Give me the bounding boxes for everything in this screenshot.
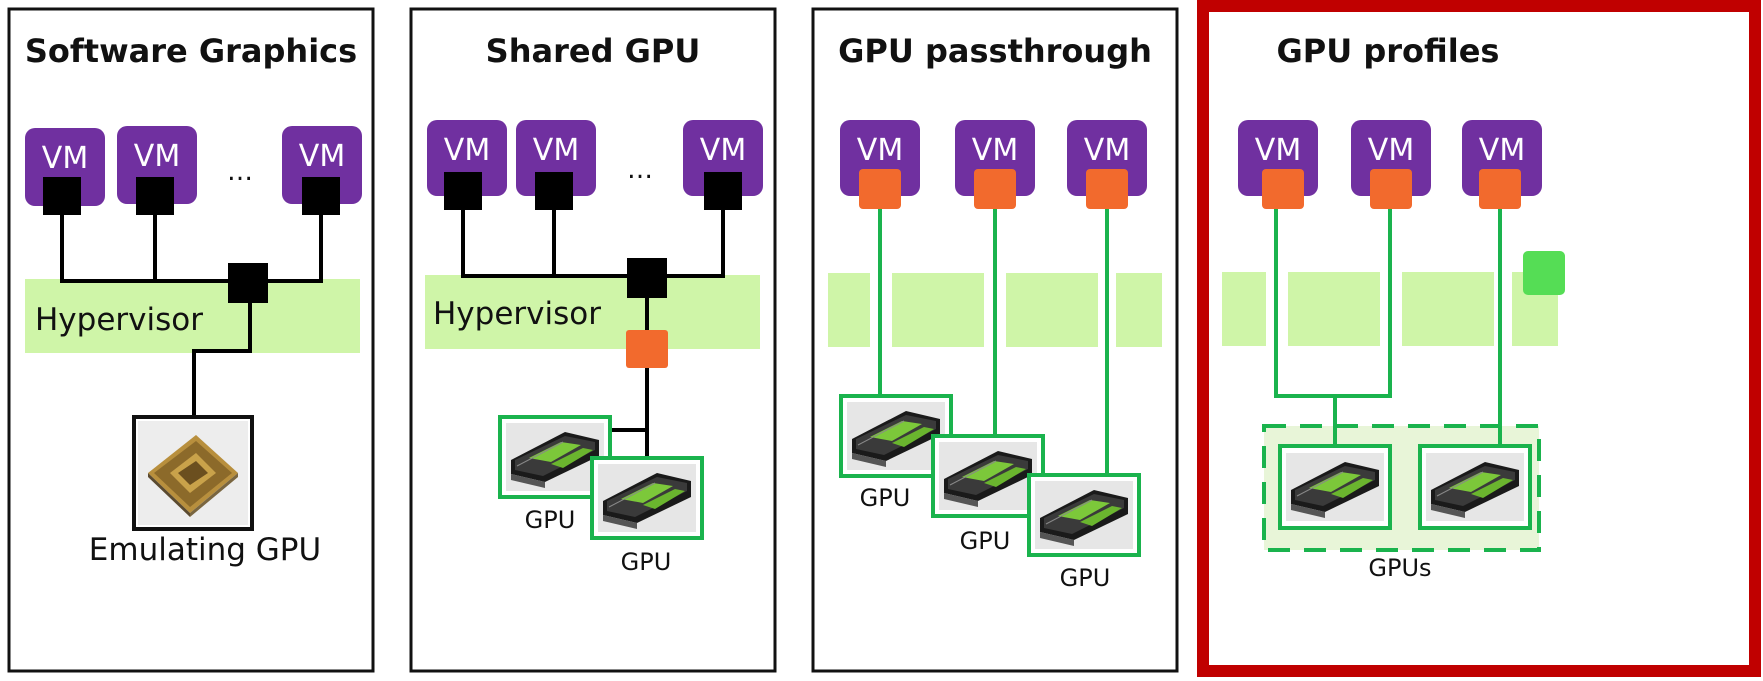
vm-box-icon <box>683 120 763 196</box>
gpu-card <box>1027 473 1141 557</box>
vm-label: VM <box>1479 133 1525 168</box>
panel-gpu-passthrough: GPU passthrough VM VM VM <box>811 7 1179 673</box>
device-label: Emulating GPU <box>89 532 321 568</box>
vgpu-square <box>1086 169 1128 209</box>
ellipsis: … <box>627 155 653 185</box>
hypervisor-label: Hypervisor <box>35 302 203 338</box>
panel-title: GPU profiles <box>1277 32 1500 70</box>
gpu-group-label: GPUs <box>1368 554 1431 582</box>
gpu-card <box>1278 444 1392 530</box>
connector-lines <box>461 192 725 460</box>
vm-label: VM <box>1084 133 1130 168</box>
panel-title: GPU passthrough <box>838 32 1152 70</box>
vgpu-square <box>974 169 1016 209</box>
hypervisor-layer <box>425 275 760 349</box>
hypervisor-layer <box>25 279 360 353</box>
panel-shared-gpu: Shared GPU Hypervisor VM VM … VM <box>409 7 777 673</box>
gpu-label: GPU <box>621 548 672 576</box>
driver-square <box>627 258 667 298</box>
gpu-card <box>1418 444 1532 530</box>
gpu-label: GPU <box>860 484 911 512</box>
passthrough-links <box>878 200 1109 476</box>
vm-label: VM <box>1368 133 1414 168</box>
vm-label: VM <box>700 133 746 168</box>
hypervisor-segments <box>828 273 1162 347</box>
vm-label: VM <box>42 141 88 176</box>
driver-square <box>228 263 268 303</box>
gpu-label: GPU <box>525 506 576 534</box>
vgpu-square <box>859 169 901 209</box>
vm-label: VM <box>972 133 1018 168</box>
vm-label: VM <box>857 133 903 168</box>
vm-label: VM <box>299 139 345 174</box>
driver-square <box>704 172 742 210</box>
gpu-card <box>590 456 704 540</box>
gpu-card-icon <box>935 438 1041 514</box>
driver-square <box>43 177 81 215</box>
panel-title: Software Graphics <box>25 32 357 70</box>
gpu-card <box>931 434 1045 518</box>
profile-links <box>1274 200 1502 448</box>
vm-label: VM <box>444 133 490 168</box>
vm-label: VM <box>1255 133 1301 168</box>
panel-title: Shared GPU <box>486 32 701 70</box>
cpu-chip-icon <box>138 421 248 525</box>
vgpu-square <box>1262 169 1304 209</box>
gpu-card-icon <box>594 460 700 536</box>
vm-box: VM <box>683 120 763 196</box>
vgpu-square <box>1370 169 1412 209</box>
gpu-card-icon <box>1422 449 1528 525</box>
vm-label: VM <box>134 139 180 174</box>
vm-label: VM <box>533 133 579 168</box>
vgpu-square <box>1479 169 1521 209</box>
gpu-card-icon <box>1282 449 1388 525</box>
hypervisor-label: Hypervisor <box>433 296 601 332</box>
driver-square <box>136 177 174 215</box>
driver-square <box>302 177 340 215</box>
ellipsis: … <box>227 157 253 187</box>
driver-square <box>444 172 482 210</box>
vgpu-manager-square <box>626 330 668 368</box>
driver-square <box>535 172 573 210</box>
green-chip <box>1523 251 1565 295</box>
gpu-label: GPU <box>1060 564 1111 592</box>
gpu-card-icon <box>1031 477 1137 553</box>
panel-gpu-profiles: GPU profiles VM VM VM <box>1197 0 1761 677</box>
gpu-label: GPU <box>960 527 1011 555</box>
panel-software-graphics: Software Graphics Hypervisor VM VM … VM <box>7 7 375 673</box>
